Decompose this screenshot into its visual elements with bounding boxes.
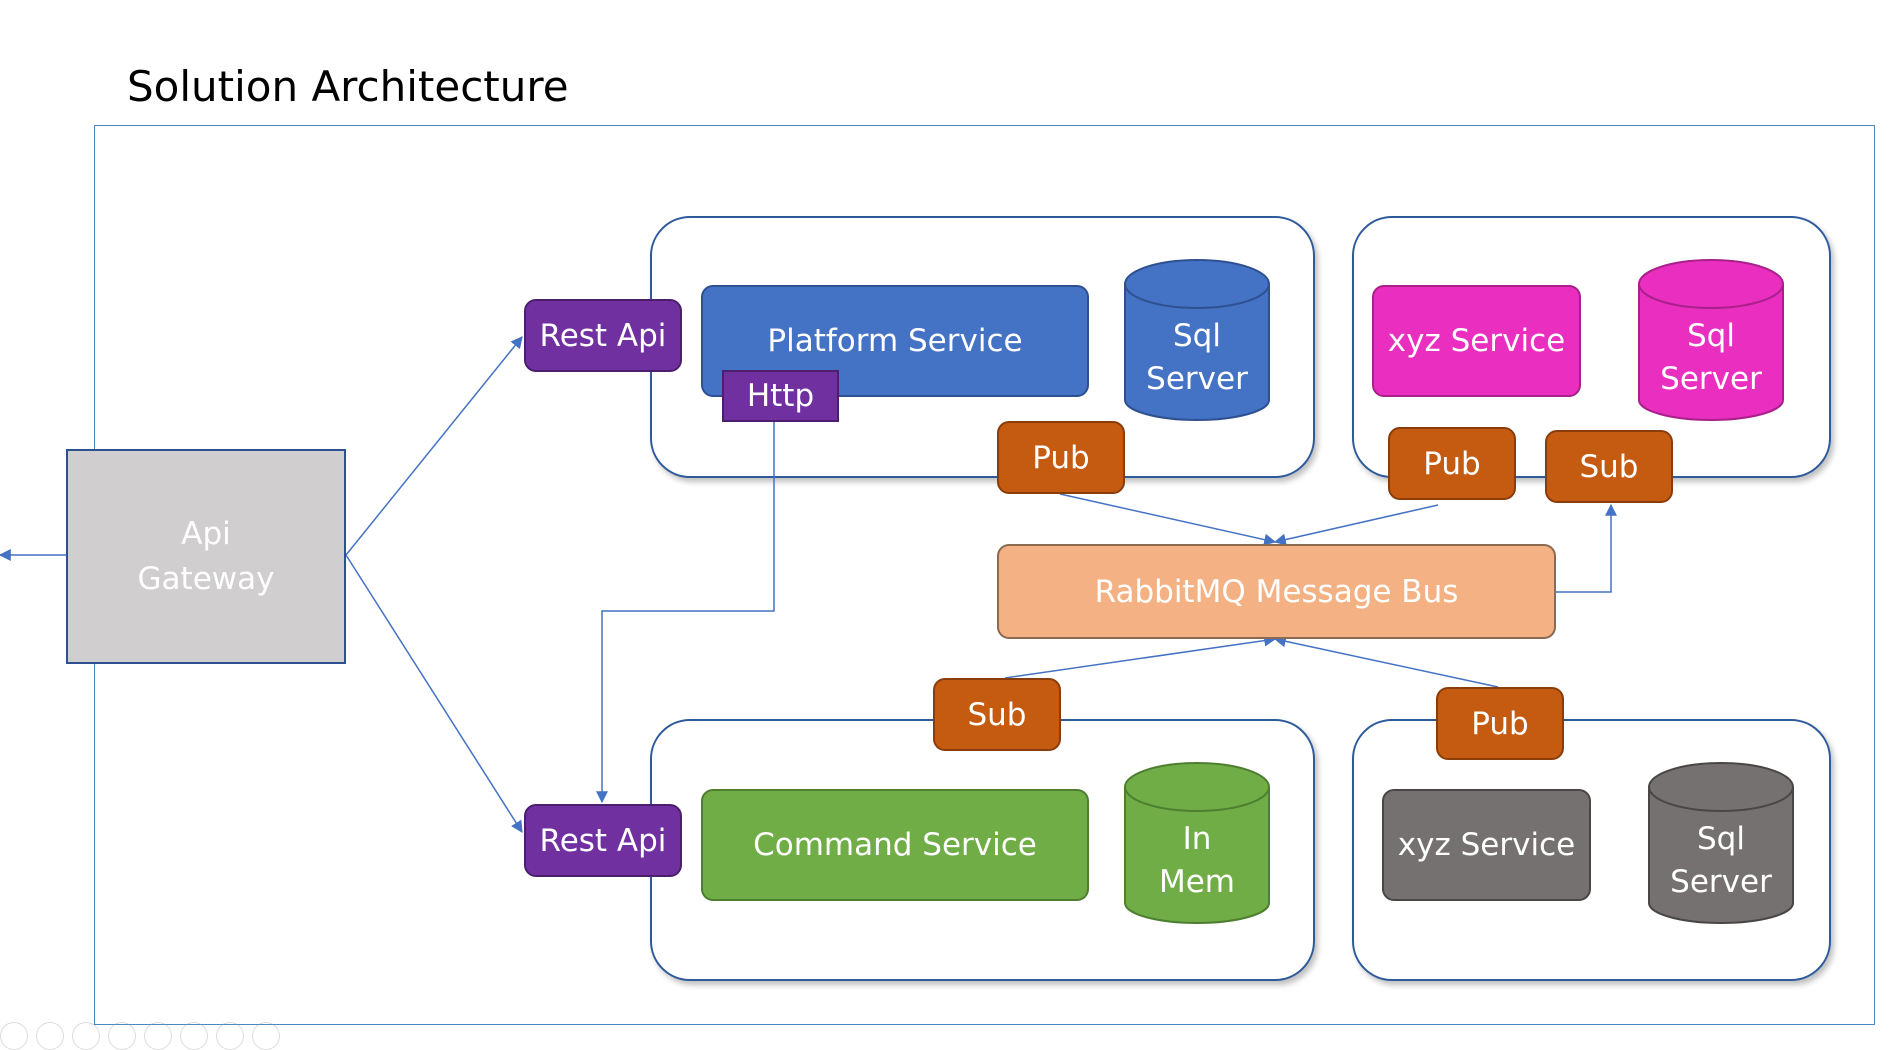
gateway-to-restapi-top-arrow: [345, 336, 523, 556]
pub-xyz-top-to-bus-arrow: [1273, 504, 1439, 546]
http-endpoint: Http: [722, 370, 839, 422]
db-xyz-top-line2: Server: [1660, 361, 1762, 397]
rest-api-bottom: Rest Api: [524, 804, 682, 877]
subtitles-icon[interactable]: [216, 1022, 244, 1050]
db-xyz-top-cylinder: [1638, 259, 1784, 421]
pub-platform-to-bus-arrow: [1059, 493, 1277, 546]
previous-icon[interactable]: [0, 1022, 28, 1050]
api-gateway-line1: Api: [181, 515, 231, 552]
sub-command: Sub: [933, 678, 1061, 751]
http-to-command-arrow: [596, 421, 775, 804]
pub-xyz-bottom: Pub: [1436, 687, 1564, 760]
api-gateway-line2: Gateway: [137, 560, 275, 597]
bus-to-sub-xyz-arrow: [1555, 503, 1617, 593]
pub-xyz-bottom-to-bus-arrow: [1273, 635, 1499, 688]
xyz-service-bottom: xyz Service: [1382, 789, 1591, 901]
sub-xyz-top: Sub: [1545, 430, 1673, 503]
diagram-title: Solution Architecture: [127, 62, 569, 111]
db-platform-line1: Sql: [1173, 317, 1221, 354]
db-xyz-bottom-line2: Server: [1670, 864, 1772, 900]
db-command-line1: In: [1182, 820, 1212, 857]
sub-command-to-bus-arrow: [1004, 634, 1277, 679]
db-xyz-top-line1: Sql: [1687, 317, 1735, 354]
screen-icon[interactable]: [180, 1022, 208, 1050]
db-platform-line2: Server: [1146, 361, 1248, 397]
pub-xyz-top: Pub: [1388, 427, 1516, 500]
xyz-service-top: xyz Service: [1372, 285, 1581, 397]
next-icon[interactable]: [36, 1022, 64, 1050]
rest-api-top: Rest Api: [524, 299, 682, 372]
rabbitmq-message-bus: RabbitMQ Message Bus: [997, 544, 1556, 639]
db-xyz-bottom-line1: Sql: [1697, 820, 1745, 857]
more-icon[interactable]: [252, 1022, 280, 1050]
zoom-icon[interactable]: [144, 1022, 172, 1050]
command-service: Command Service: [701, 789, 1089, 901]
gateway-to-restapi-bottom-arrow: [345, 554, 523, 834]
db-xyz-bottom-cylinder: [1648, 762, 1794, 924]
db-platform-cylinder: [1124, 259, 1270, 421]
pen-icon[interactable]: [72, 1022, 100, 1050]
grid-icon[interactable]: [108, 1022, 136, 1050]
slide-toolbar: [0, 1022, 280, 1050]
pub-platform: Pub: [997, 421, 1125, 494]
db-command-line2: Mem: [1158, 864, 1236, 900]
db-command-cylinder: [1124, 762, 1270, 924]
